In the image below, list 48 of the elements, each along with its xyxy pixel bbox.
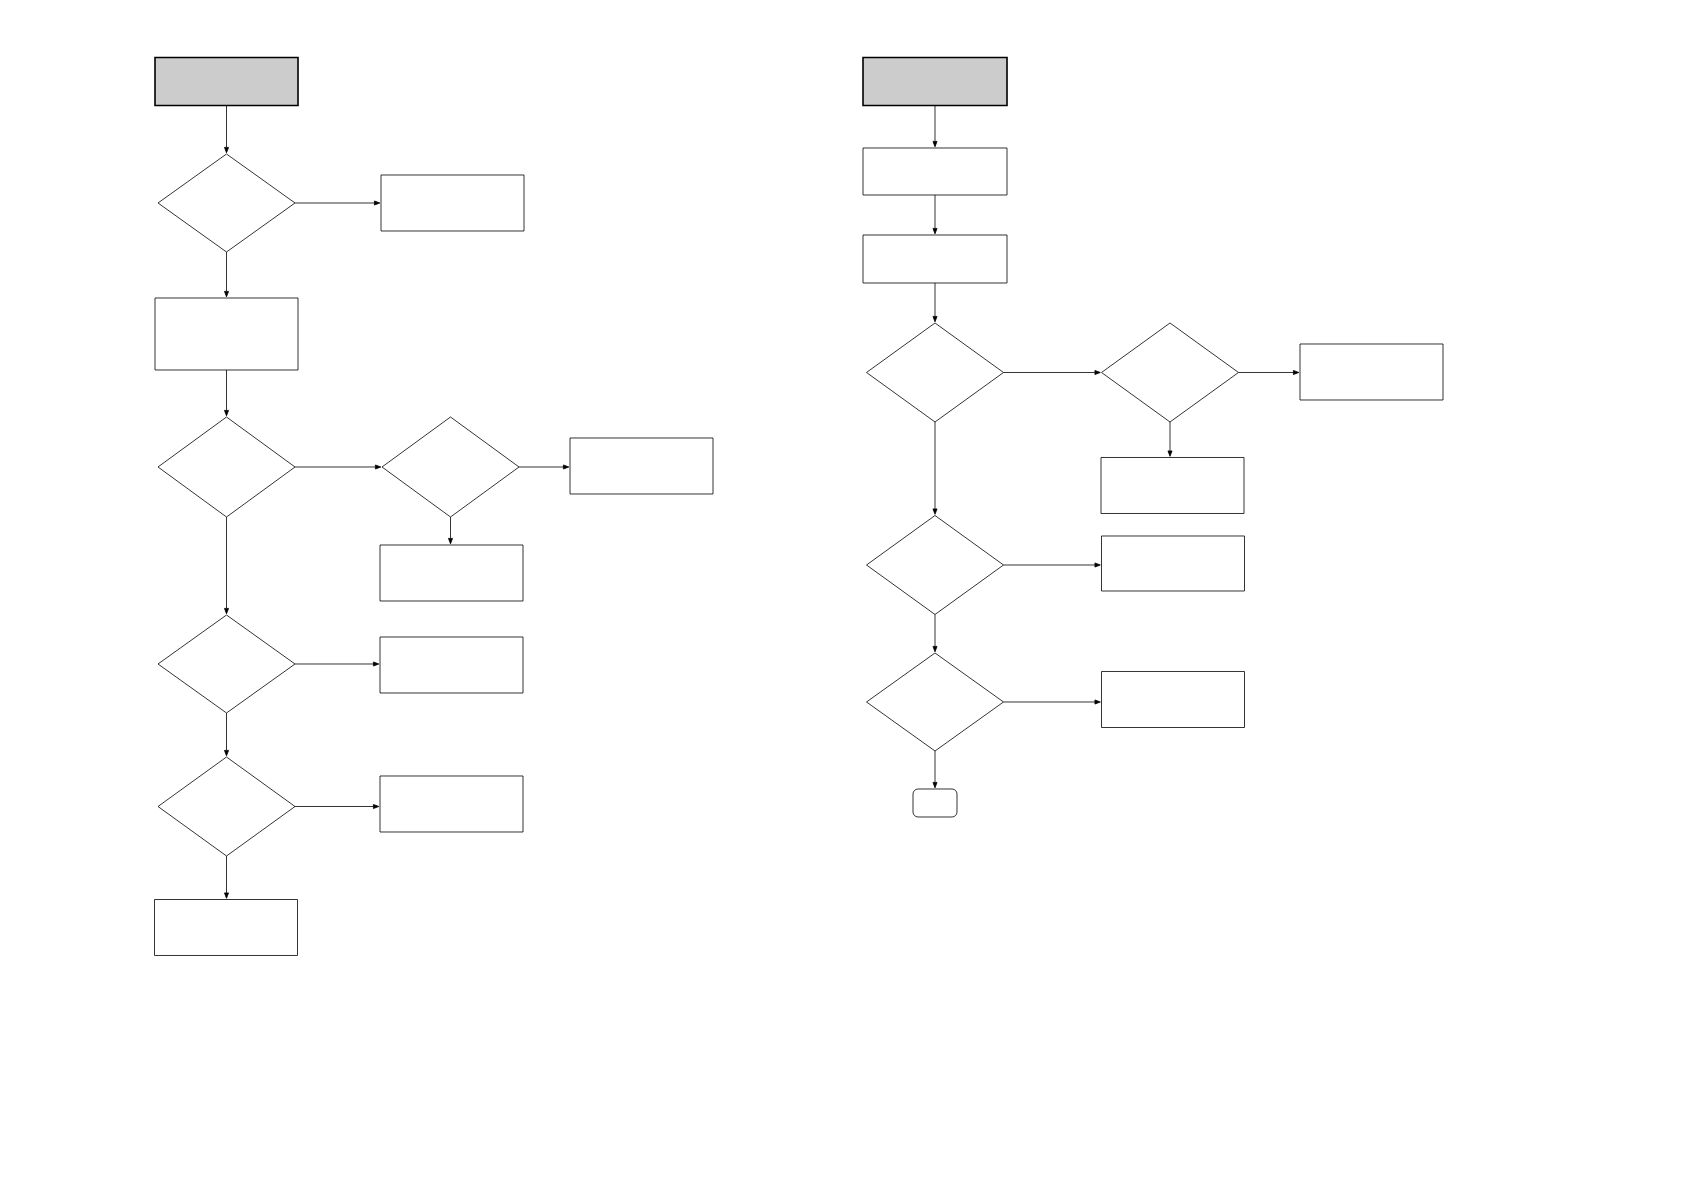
arrow: [224, 516, 229, 615]
arrow: [294, 200, 381, 206]
arrow: [1003, 370, 1101, 375]
decision-diamond: [1101, 322, 1239, 423]
arrow: [932, 282, 938, 323]
arrow: [224, 712, 229, 757]
arrow: [1238, 370, 1300, 375]
arrow: [932, 750, 938, 789]
process-box: [1101, 671, 1245, 728]
arrow: [1003, 562, 1101, 568]
process-box: [1299, 343, 1444, 401]
arrow: [932, 614, 938, 653]
arrow: [1167, 421, 1173, 457]
decision-diamond: [866, 515, 1004, 615]
process-box: [1100, 457, 1245, 514]
process-box: [379, 544, 524, 602]
process-box: [154, 297, 299, 371]
arrow: [294, 661, 380, 667]
process-box: [380, 174, 525, 232]
arrow: [294, 464, 382, 470]
process-box: [154, 899, 298, 956]
decision-diamond: [157, 153, 296, 253]
process-box: [862, 234, 1008, 284]
arrow: [932, 194, 938, 235]
arrow: [1003, 699, 1101, 705]
decision-diamond: [157, 416, 296, 518]
decision-diamond: [866, 652, 1004, 752]
decision-diamond: [866, 322, 1004, 423]
process-box: [1101, 535, 1245, 592]
decision-diamond: [157, 614, 296, 714]
arrow: [932, 105, 938, 148]
process-box: [569, 437, 714, 495]
arrow: [294, 804, 380, 809]
process-box: [379, 636, 524, 694]
arrow: [224, 369, 229, 417]
start-box: [154, 56, 299, 107]
decision-diamond: [381, 416, 520, 518]
arrow: [224, 105, 229, 154]
process-box: [379, 775, 524, 833]
arrow: [932, 421, 938, 515]
arrow: [448, 516, 453, 545]
decision-diamond: [157, 756, 296, 857]
arrow: [224, 855, 229, 899]
arrow: [518, 464, 570, 470]
arrow: [224, 251, 229, 298]
process-box: [862, 147, 1008, 196]
terminal-box: [912, 788, 958, 818]
start-box: [862, 56, 1008, 107]
